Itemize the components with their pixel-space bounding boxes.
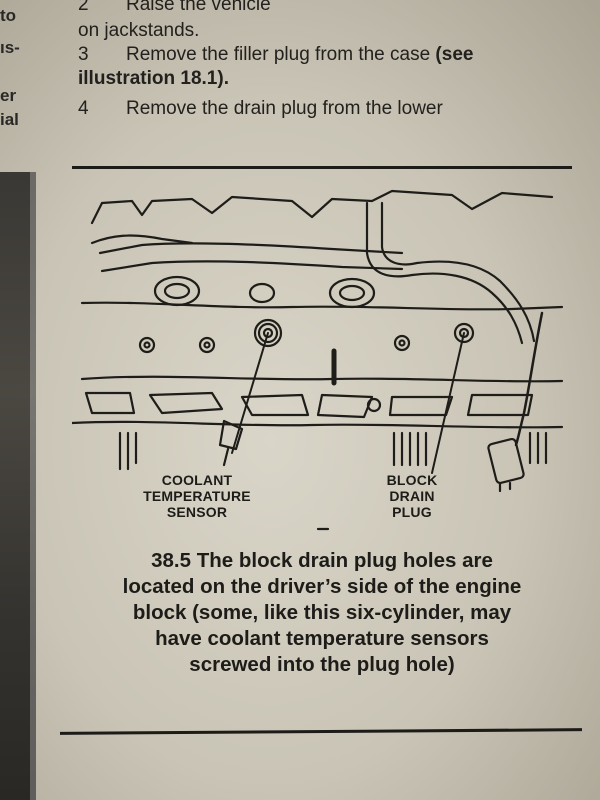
step-text: Raise the vehicle xyxy=(126,0,271,15)
top-rule xyxy=(72,166,572,169)
step-text: on jackstands. xyxy=(78,20,200,41)
left-fragment: ial xyxy=(0,110,19,129)
block-drain-plug-label: BLOCK DRAIN PLUG xyxy=(372,472,452,520)
instruction-step: on jackstands. xyxy=(78,20,199,41)
left-fragment: er xyxy=(0,86,17,105)
label-line: BLOCK xyxy=(386,472,438,488)
label-line: TEMPERATURE xyxy=(143,488,251,504)
coolant-temperature-sensor-label: COOLANT TEMPERATURE SENSOR xyxy=(137,472,257,520)
caption-line: 38.5 The block drain plug holes are xyxy=(151,549,493,572)
caption-line: block (some, like this six-cylinder, may xyxy=(132,601,512,624)
left-fragment: to xyxy=(0,6,17,25)
label-line: PLUG xyxy=(392,504,432,520)
step-number: 2 xyxy=(78,0,89,15)
bottom-rule xyxy=(59,728,583,735)
label-line: DRAIN xyxy=(389,488,435,504)
caption-line: located on the driver’s side of the engi… xyxy=(122,575,522,598)
step-bold-text: illustration 18.1). xyxy=(78,68,229,89)
engine-illustration xyxy=(70,183,572,533)
step-text: Remove the filler plug from the case xyxy=(126,44,436,65)
figure-caption: 38.5 The block drain plug holes are loca… xyxy=(62,548,582,678)
instruction-step: 4 Remove the drain plug from the lower xyxy=(78,98,443,119)
instruction-step: illustration 18.1). xyxy=(78,68,229,89)
caption-line: have coolant temperature sensors xyxy=(155,627,489,650)
label-line: SENSOR xyxy=(166,504,228,520)
instruction-step: 3 Remove the filler plug from the case (s… xyxy=(78,44,473,65)
engine-block-drawing xyxy=(70,189,564,531)
left-fragment: ıs- xyxy=(0,38,20,57)
step-bold-text: (see xyxy=(435,44,474,65)
step-number: 3 xyxy=(78,44,89,65)
photo-edge xyxy=(0,172,36,800)
step-number: 4 xyxy=(78,98,89,119)
step-text: Remove the drain plug from the lower xyxy=(126,98,443,119)
caption-line: screwed into the plug hole) xyxy=(189,653,455,676)
label-line: COOLANT xyxy=(161,472,233,488)
instruction-step: 2 Raise the vehicle xyxy=(78,0,271,15)
